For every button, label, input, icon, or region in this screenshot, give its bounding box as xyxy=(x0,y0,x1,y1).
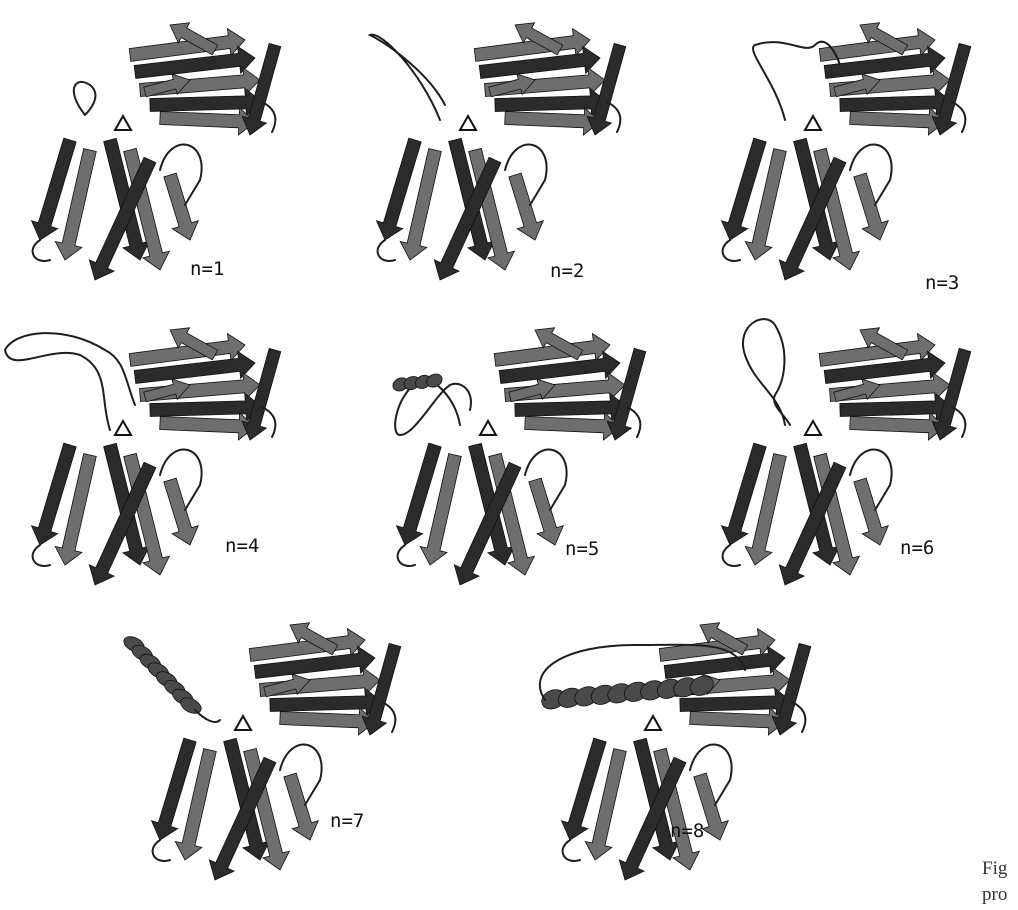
n6-lower-strand-5 xyxy=(854,478,889,545)
n8-bottom-loop xyxy=(563,840,580,861)
n8-turn-marker xyxy=(645,716,661,730)
n2-lower-strand-5 xyxy=(509,173,544,240)
n7-turn-marker xyxy=(235,716,251,730)
n7-lower-strand-5 xyxy=(284,773,319,840)
figure-caption-line-2: pro xyxy=(982,884,1007,906)
panel-label-n6: n=6 xyxy=(900,537,934,559)
protein-structure-n4 xyxy=(0,305,340,605)
structure-panel-n3: n=3 xyxy=(690,0,1018,300)
n4-upper-strand-4 xyxy=(160,413,255,440)
protein-structure-n3 xyxy=(690,0,1018,300)
n6-turn-marker xyxy=(805,421,821,435)
structure-panel-n2: n=2 xyxy=(345,0,685,300)
n2-upper-strand-4 xyxy=(505,108,600,135)
panel-label-n2: n=2 xyxy=(550,260,584,282)
n6-upper-strand-4 xyxy=(850,413,945,440)
structure-panel-n4: n=4 xyxy=(0,305,340,605)
n6-linker-coil xyxy=(743,319,790,425)
structure-panel-n6: n=6 xyxy=(690,305,1018,605)
protein-structure-n7 xyxy=(120,600,460,900)
n1-linker-coil xyxy=(74,82,96,115)
n4-lower-strand-5 xyxy=(164,478,199,545)
panel-label-n7: n=7 xyxy=(330,810,364,832)
figure-caption-line-1: Fig xyxy=(982,858,1007,880)
structure-panel-n5: n=5 xyxy=(365,305,705,605)
n1-turn-marker xyxy=(115,116,131,130)
n4-bottom-loop xyxy=(33,545,50,566)
n6-bottom-loop xyxy=(723,545,740,566)
protein-structure-n6 xyxy=(690,305,1018,605)
structure-panel-n1: n=1 xyxy=(0,0,340,300)
protein-structure-n5 xyxy=(365,305,705,605)
panel-label-n8: n=8 xyxy=(670,820,704,842)
protein-structure-n1 xyxy=(0,0,340,300)
n3-lower-strand-5 xyxy=(854,173,889,240)
protein-structure-n2 xyxy=(345,0,685,300)
structure-panel-n7: n=7 xyxy=(120,600,460,900)
n7-upper-strand-4 xyxy=(280,708,375,735)
panel-label-n3: n=3 xyxy=(925,272,959,294)
panel-label-n1: n=1 xyxy=(190,258,224,280)
n4-linker-coil xyxy=(5,333,135,430)
n2-turn-marker xyxy=(460,116,476,130)
n1-upper-strand-4 xyxy=(160,108,255,135)
n7-bottom-loop xyxy=(153,840,170,861)
panel-label-n4: n=4 xyxy=(225,535,259,557)
n4-turn-marker xyxy=(115,421,131,435)
n3-upper-strand-4 xyxy=(850,108,945,135)
protein-structure-n8 xyxy=(530,600,870,900)
n5-turn-marker xyxy=(480,421,496,435)
n1-bottom-loop xyxy=(33,240,50,261)
n2-linker-coil xyxy=(370,35,445,120)
n5-upper-strand-4 xyxy=(525,413,620,440)
panel-label-n5: n=5 xyxy=(565,538,599,560)
n3-bottom-loop xyxy=(723,240,740,261)
n7-helix xyxy=(121,634,203,717)
n2-bottom-loop xyxy=(378,240,395,261)
structure-panel-n8: n=8 xyxy=(530,600,870,900)
n5-bottom-loop xyxy=(398,545,415,566)
n8-upper-strand-4 xyxy=(690,708,785,735)
n1-lower-strand-5 xyxy=(164,173,199,240)
n3-turn-marker xyxy=(805,116,821,130)
n5-short-helix xyxy=(391,371,445,393)
n5-lower-strand-5 xyxy=(529,478,564,545)
